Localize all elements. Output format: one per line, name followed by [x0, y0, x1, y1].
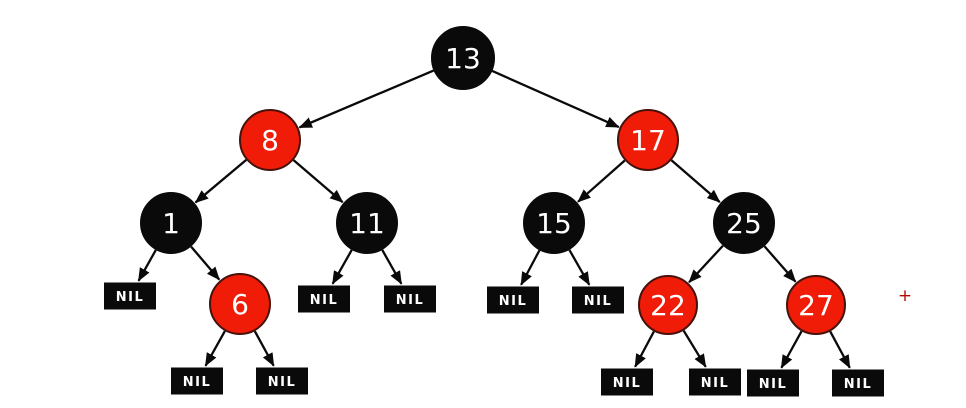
- edge-15-nil-15R: [568, 249, 591, 286]
- nil-leaf-nil-27R: NIL: [832, 369, 884, 397]
- red-node-circle: [239, 109, 301, 171]
- tree-node-25: 25: [713, 192, 775, 254]
- edge-17-25: [670, 159, 721, 203]
- red-node-circle: [638, 275, 698, 335]
- node-value-label: 17: [630, 124, 666, 157]
- node-value-label: 6: [231, 288, 249, 321]
- nil-leaf-nil-1L: NIL: [104, 282, 156, 310]
- nil-box: [747, 369, 799, 397]
- edge-25-22: [688, 244, 724, 284]
- edge-15-nil-15L: [520, 249, 541, 286]
- node-value-label: 27: [798, 289, 834, 322]
- tree-node-6: 6: [209, 273, 271, 335]
- nil-box: [384, 285, 436, 313]
- nil-label: NIL: [116, 290, 145, 305]
- tree-node-13: 13: [431, 26, 495, 90]
- black-node-circle: [336, 192, 398, 254]
- edge-13-17: [491, 69, 620, 129]
- nil-leaf-nil-11L: NIL: [298, 285, 350, 313]
- nil-leaf-nil-11R: NIL: [384, 285, 436, 313]
- nil-label: NIL: [183, 375, 212, 390]
- nil-leaf-nil-6L: NIL: [171, 367, 223, 395]
- edge-13-8: [298, 69, 434, 129]
- nil-box: [832, 369, 884, 397]
- edge-8-1: [194, 159, 247, 204]
- nil-label: NIL: [759, 377, 788, 392]
- nil-box: [487, 286, 539, 314]
- cursor-crosshair-icon: +: [898, 286, 912, 306]
- nil-box: [104, 282, 156, 310]
- node-value-label: 15: [536, 207, 572, 240]
- tree-node-15: 15: [523, 192, 585, 254]
- nil-leaf-nil-27L: NIL: [747, 369, 799, 397]
- black-node-circle: [140, 192, 202, 254]
- edge-25-27: [763, 245, 797, 283]
- red-node-circle: [617, 109, 679, 171]
- nil-label: NIL: [396, 293, 425, 308]
- nil-label: NIL: [844, 377, 873, 392]
- nil-label: NIL: [613, 376, 642, 391]
- nil-label: NIL: [499, 294, 528, 309]
- node-value-label: 8: [261, 124, 279, 157]
- nil-box: [601, 368, 653, 396]
- edge-11-nil-11L: [331, 249, 353, 285]
- nil-box: [171, 367, 223, 395]
- red-node-circle: [786, 275, 846, 335]
- black-node-circle: [523, 192, 585, 254]
- nil-box: [572, 286, 624, 314]
- nil-box: [298, 285, 350, 313]
- nil-leaf-nil-22R: NIL: [689, 368, 741, 396]
- nil-leaf-nil-15R: NIL: [572, 286, 624, 314]
- edge-22-nil-22L: [634, 330, 655, 368]
- edge-6-nil-6L: [204, 330, 226, 367]
- edge-11-nil-11R: [381, 249, 403, 285]
- node-value-label: 22: [650, 289, 686, 322]
- nil-leaf-nil-6R: NIL: [256, 367, 308, 395]
- edge-17-15: [577, 159, 626, 203]
- tree-node-22: 22: [638, 275, 698, 335]
- node-value-label: 13: [445, 42, 481, 75]
- red-node-circle: [209, 273, 271, 335]
- node-value-label: 1: [162, 207, 180, 240]
- edge-1-nil-1L: [137, 249, 157, 282]
- tree-node-11: 11: [336, 192, 398, 254]
- nil-leaf-nil-22L: NIL: [601, 368, 653, 396]
- edge-6-nil-6R: [253, 330, 275, 367]
- node-value-label: 25: [726, 207, 762, 240]
- edge-27-nil-27L: [780, 330, 803, 369]
- edge-1-6: [190, 245, 221, 281]
- tree-node-1: 1: [140, 192, 202, 254]
- nil-label: NIL: [584, 294, 613, 309]
- nil-box: [256, 367, 308, 395]
- node-value-label: 11: [349, 207, 385, 240]
- edge-22-nil-22R: [682, 330, 707, 368]
- tree-node-27: 27: [786, 275, 846, 335]
- nil-label: NIL: [268, 375, 297, 390]
- tree-node-17: 17: [617, 109, 679, 171]
- edge-27-nil-27R: [829, 330, 851, 369]
- edge-8-11: [292, 159, 344, 204]
- black-node-circle: [713, 192, 775, 254]
- tree-node-8: 8: [239, 109, 301, 171]
- nil-label: NIL: [701, 376, 730, 391]
- nil-label: NIL: [310, 293, 339, 308]
- nil-leaf-nil-15L: NIL: [487, 286, 539, 314]
- black-node-circle: [431, 26, 495, 90]
- nil-box: [689, 368, 741, 396]
